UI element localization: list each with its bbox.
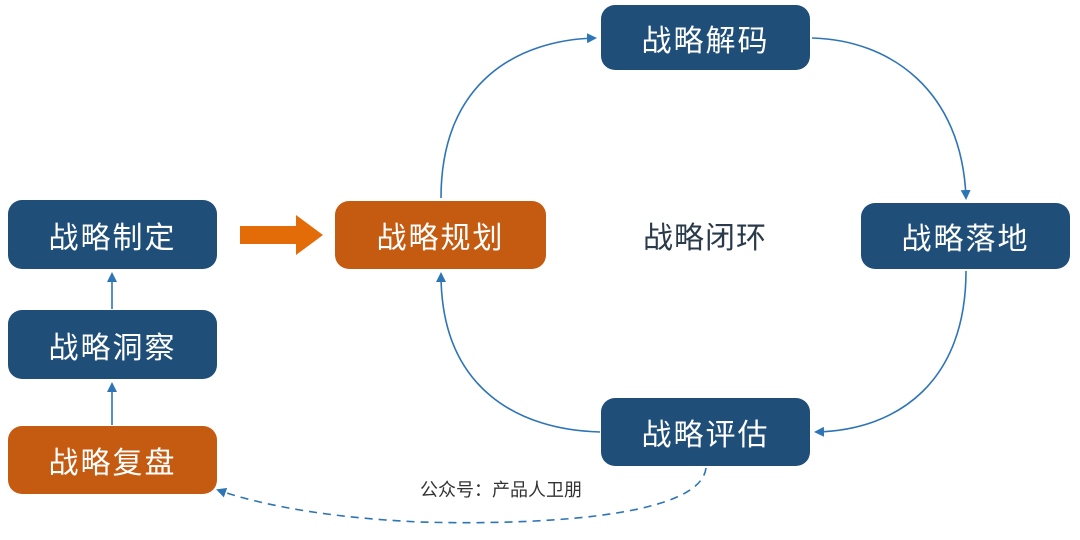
node-strategy-landing: 战略落地 (861, 203, 1070, 269)
big-arrow-formulate-to-plan (240, 215, 323, 255)
connector-decode-to-landing (811, 37, 971, 200)
node-strategy-evaluate: 战略评估 (601, 398, 810, 466)
node-strategy-plan: 战略规划 (335, 201, 546, 269)
node-strategy-review: 战略复盘 (8, 426, 217, 494)
node-strategy-decode: 战略解码 (601, 5, 810, 70)
watermark-text: 公众号：产品人卫朋 (420, 480, 582, 501)
node-strategy-insight: 战略洞察 (8, 310, 217, 379)
connector-evaluate-to-review-dashed (216, 467, 707, 524)
connector-landing-to-evaluate (814, 270, 967, 437)
connector-evaluate-to-plan (436, 272, 601, 433)
loop-center-label: 战略闭环 (643, 221, 767, 256)
connector-plan-to-decode (440, 33, 597, 199)
node-strategy-formulate: 战略制定 (8, 200, 217, 269)
